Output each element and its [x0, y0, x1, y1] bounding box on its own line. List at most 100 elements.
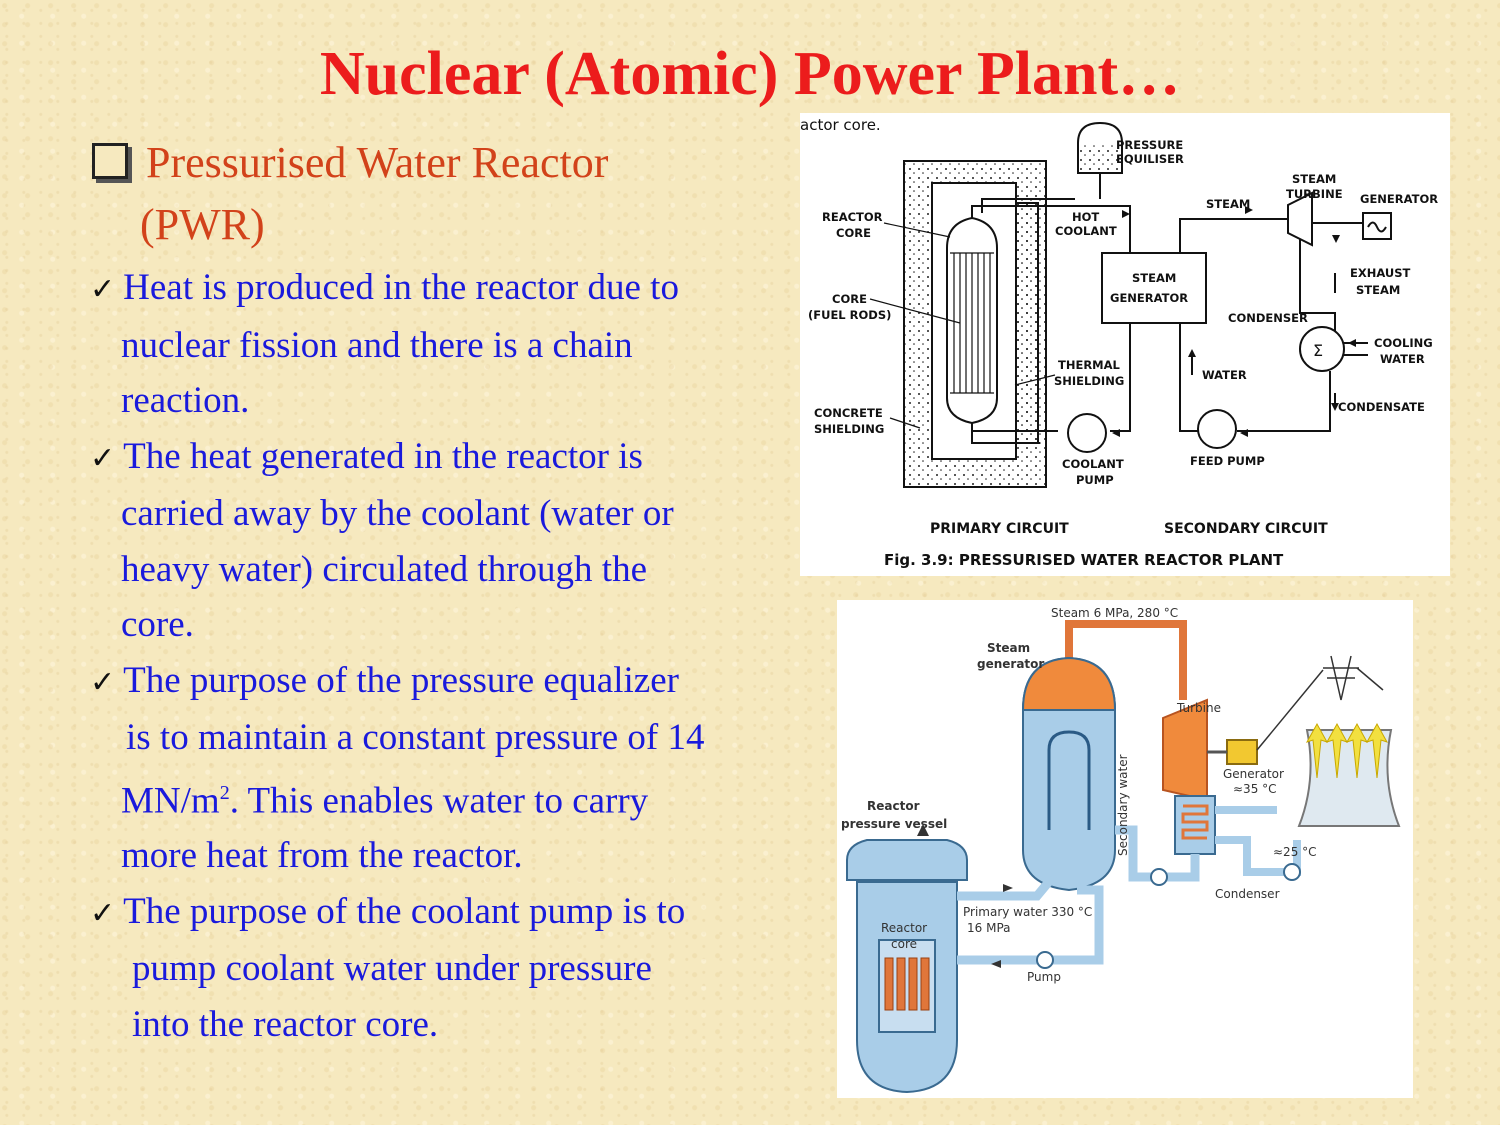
secondary-water-pipe: [1115, 825, 1200, 882]
ac-wave-icon: [1367, 221, 1387, 233]
label-pump: PUMP: [1076, 473, 1114, 487]
label-pump: Pump: [1027, 970, 1061, 984]
power-pylon-icon: [1256, 655, 1384, 751]
primary-hot-pipe: [957, 875, 1056, 901]
bullet-list: ✓Heat is produced in the reactor due to …: [90, 260, 790, 1052]
bullet-text: MN/m: [121, 779, 220, 821]
pwr-schematic-figure: actor core. Σ: [800, 113, 1450, 576]
heading-line-2: (PWR): [140, 200, 265, 249]
pwr-illustration-svg: Steam 6 MPa, 280 °C Steam generator Turb…: [841, 606, 1401, 1094]
water-pipe: [1179, 323, 1198, 432]
label-condenser: CONDENSER: [1228, 311, 1308, 325]
steam-turbine: [1287, 191, 1313, 247]
figure-caption: Fig. 3.9: PRESSURISED WATER REACTOR PLAN…: [884, 551, 1284, 569]
vapour-arrows: [1305, 722, 1389, 779]
u-tubes: [1047, 730, 1091, 830]
bullet-item: ✓Heat is produced in the reactor due to …: [90, 260, 790, 429]
label-coolant: COOLANT: [1055, 224, 1117, 238]
superscript: 2: [219, 781, 230, 804]
condenser-coil: [1181, 804, 1209, 840]
label-primary-water: Primary water 330 °C: [963, 905, 1092, 919]
label-core: core: [891, 937, 917, 951]
section-heading: Pressurised Water Reactor (PWR): [92, 132, 608, 256]
label-fuel-rods: (FUEL RODS): [808, 308, 891, 322]
bullet-text: heavy water) circulated through the: [121, 548, 647, 590]
heading-line-1: Pressurised Water Reactor: [146, 138, 609, 187]
label-pressure: PRESSURE: [1116, 138, 1183, 152]
turbine: [1162, 698, 1208, 802]
label-reactor: Reactor: [867, 799, 920, 813]
bullet-text: into the reactor core.: [132, 1003, 439, 1045]
label-secondary-circuit: SECONDARY CIRCUIT: [1164, 521, 1328, 537]
label-temp-25: ≈25 °C: [1273, 845, 1317, 859]
steam-pipe: [1065, 620, 1187, 700]
steam-pipe: [1179, 218, 1288, 253]
label-feed-pump: FEED PUMP: [1190, 454, 1265, 468]
exhaust-pipe: [1299, 239, 1336, 335]
label-cooling: COOLING: [1374, 336, 1433, 350]
primary-pump: [1036, 951, 1054, 969]
label-steam: STEAM: [1132, 271, 1176, 285]
label-pressure-vessel: pressure vessel: [841, 817, 947, 831]
label-condenser: Condenser: [1215, 887, 1280, 901]
condensate-pipe: [1237, 371, 1331, 432]
label-temp-35: ≈35 °C: [1233, 782, 1277, 796]
label-steam: Steam: [987, 641, 1030, 655]
feed-pump: [1197, 409, 1237, 449]
bullet-text: The purpose of the coolant pump is to: [123, 890, 686, 932]
thermal-shielding: [1015, 202, 1039, 444]
flow-arrows: [917, 824, 1013, 968]
bullet-text: more heat from the reactor.: [121, 835, 523, 877]
bullet-text: nuclear fission and there is a chain: [121, 324, 633, 366]
label-generator: GENERATOR: [1360, 192, 1438, 206]
label-pressure: 16 MPa: [967, 921, 1011, 935]
bullet-text: The heat generated in the reactor is: [123, 435, 643, 477]
label-generator: GENERATOR: [1110, 291, 1188, 305]
label-core: CORE: [836, 226, 871, 240]
bullet-text: reaction.: [121, 380, 250, 421]
label-turbine: TURBINE: [1286, 187, 1343, 201]
label-coolant: COOLANT: [1062, 457, 1124, 471]
steam-dome: [1021, 656, 1117, 711]
label-steam: STEAM: [1356, 283, 1400, 297]
bullet-item: ✓The heat generated in the reactor is ca…: [90, 429, 790, 653]
condenser: [1299, 326, 1345, 372]
label-thermal: THERMAL: [1058, 358, 1121, 372]
bullet-text: carried away by the coolant (water or: [121, 493, 674, 534]
label-concrete: CONCRETE: [814, 406, 883, 420]
hot-coolant-pipe: [971, 205, 1131, 432]
feed-pump: [1150, 868, 1168, 886]
bullet-text: pump coolant water under pressure: [132, 948, 652, 990]
pwr-schematic-svg: actor core. Σ: [800, 116, 1438, 569]
label-shielding: SHIELDING: [814, 422, 884, 436]
label-water: WATER: [1380, 352, 1425, 366]
pipe: [971, 431, 1040, 444]
label-secondary-water: Secondary water: [1116, 754, 1130, 856]
pipe: [981, 198, 1075, 213]
pwr-illustration-figure: Steam 6 MPa, 280 °C Steam generator Turb…: [837, 600, 1413, 1098]
label-reactor: REACTOR: [822, 210, 883, 224]
label-turbine: Turbine: [1176, 701, 1221, 715]
vessel-head: [846, 839, 968, 881]
bullet-item: ✓The purpose of the pressure equalizer i…: [90, 653, 790, 884]
label-condensate: CONDENSATE: [1338, 400, 1425, 414]
bullet-item: ✓The purpose of the coolant pump is to p…: [90, 884, 790, 1053]
bullet-text: is to maintain a constant pressure of 14: [126, 717, 705, 758]
bullet-text: core.: [121, 604, 194, 645]
label-equiliser: EQUILISER: [1116, 152, 1184, 166]
generator: [1226, 739, 1258, 765]
label-core: CORE: [832, 292, 867, 306]
label-shielding: SHIELDING: [1054, 374, 1124, 388]
leader-lines: [869, 222, 1056, 429]
pressure-equaliser-fill: [1080, 143, 1120, 171]
bullet-text: Heat is produced in the reactor due to: [123, 267, 679, 308]
coolant-pump: [1067, 413, 1107, 453]
fuel-rods: [884, 957, 930, 1011]
primary-cold-pipe: [957, 885, 1104, 965]
label-generator: Generator: [1223, 767, 1284, 781]
label-hot: HOT: [1072, 210, 1099, 224]
label-reactor: Reactor: [881, 921, 927, 935]
flow-arrows: [1112, 206, 1356, 437]
label-primary-circuit: PRIMARY CIRCUIT: [930, 521, 1069, 537]
steam-generator-box: [1101, 252, 1207, 324]
